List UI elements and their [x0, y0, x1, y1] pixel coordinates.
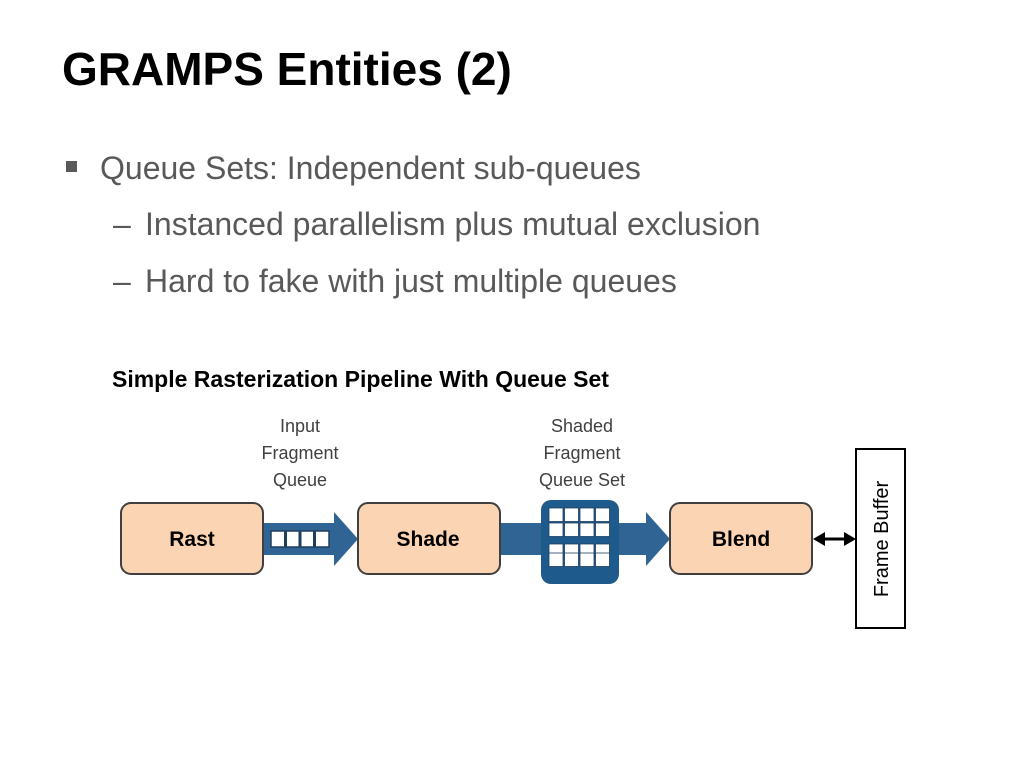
- queue-set-cell: [564, 507, 579, 522]
- stage-box: [669, 502, 813, 575]
- diagram-title: Simple Rasterization Pipeline With Queue…: [112, 366, 609, 392]
- frame-buffer-box: [855, 448, 906, 629]
- queue-set-cell: [595, 552, 610, 567]
- sub-bullet-text: Instanced parallelism plus mutual exclus…: [145, 206, 761, 242]
- stage-rast: Rast: [120, 502, 264, 575]
- queue-set-arrow: [498, 500, 670, 584]
- input-queue-label: Input Fragment Queue: [261, 416, 338, 490]
- frame-buffer: Frame Buffer: [855, 448, 906, 629]
- queue-set-cell: [579, 507, 595, 522]
- queue-set-cell: [579, 552, 595, 567]
- queue-set-cell: [595, 507, 610, 522]
- queue-set-cell: [548, 522, 564, 537]
- input-queue-arrow: [262, 512, 358, 566]
- queue-set-cell: [548, 507, 564, 522]
- stage-label: Blend: [712, 528, 770, 551]
- queue-set-label-line: Fragment: [543, 443, 620, 463]
- stage-label: Shade: [396, 528, 459, 551]
- sub-bullet-text: Hard to fake with just multiple queues: [145, 263, 677, 299]
- stage-label: Rast: [169, 528, 215, 551]
- queue-set-cell: [564, 552, 579, 567]
- queue-set-cell: [564, 522, 579, 537]
- arrow-head: [334, 512, 358, 566]
- queue-set-label-line: Shaded: [551, 416, 613, 436]
- slide-title: GRAMPS Entities (2): [62, 43, 512, 95]
- queue-set-label-line: Queue Set: [539, 470, 625, 490]
- arrow-head: [646, 512, 670, 566]
- bullet-text: Queue Sets: Independent sub-queues: [100, 150, 641, 186]
- dash-bullet-icon: –: [113, 206, 131, 242]
- stage-box: [357, 502, 501, 575]
- input-queue-label-line: Input: [280, 416, 320, 436]
- frame-buffer-label: Frame Buffer: [871, 480, 893, 597]
- queue-set-label: Shaded Fragment Queue Set: [539, 416, 625, 490]
- queue-set-cell: [548, 552, 564, 567]
- queue-set-grid: [548, 507, 610, 567]
- arrow-head-right: [844, 532, 856, 546]
- stage-shade: Shade: [357, 502, 501, 575]
- queue-set-cell: [595, 522, 610, 537]
- queue-set-cell: [579, 522, 595, 537]
- stage-blend: Blend: [669, 502, 813, 575]
- arrow-head-left: [813, 532, 825, 546]
- square-bullet-icon: [66, 161, 77, 172]
- dash-bullet-icon: –: [113, 263, 131, 299]
- stage-box: [120, 502, 264, 575]
- double-arrow: [813, 532, 856, 546]
- input-queue-label-line: Fragment: [261, 443, 338, 463]
- input-queue-label-line: Queue: [273, 470, 327, 490]
